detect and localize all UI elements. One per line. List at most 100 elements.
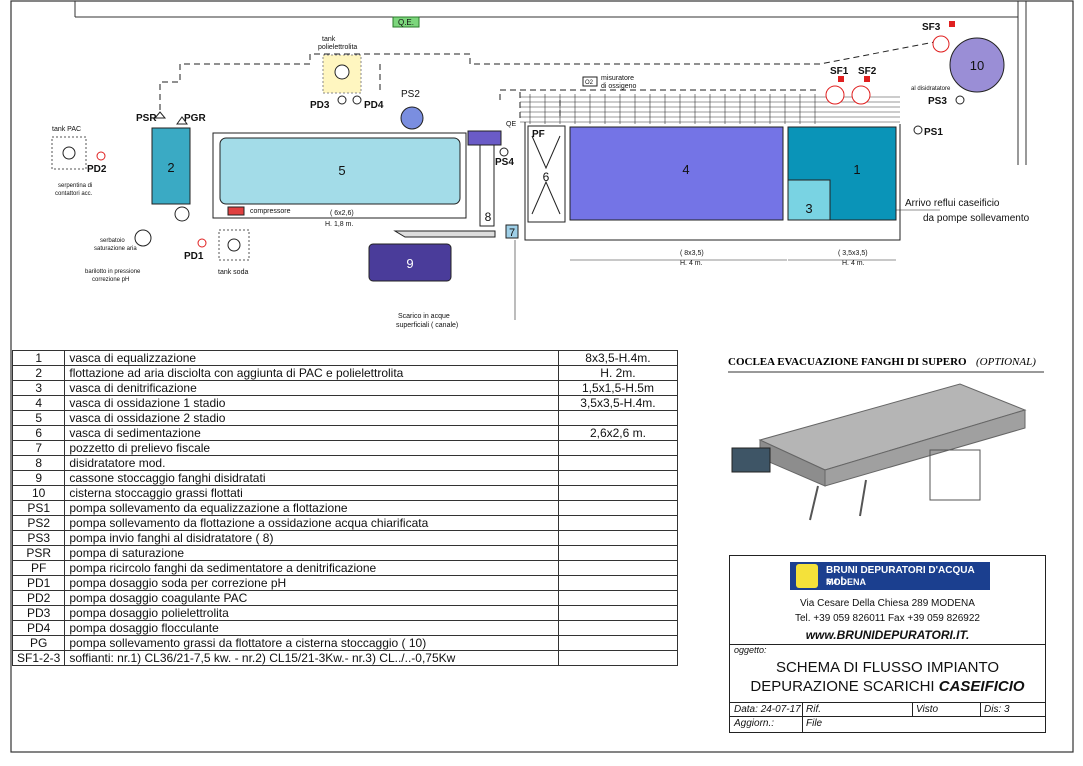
legend-size bbox=[557, 410, 679, 426]
legend-desc: pompa dosaggio polielettrolita bbox=[64, 605, 559, 621]
legend-desc: flottazione ad aria disciolta con aggiun… bbox=[64, 365, 559, 381]
control-lines bbox=[159, 39, 946, 122]
legend-code: 8 bbox=[11, 455, 66, 471]
unit-7-sampling-well bbox=[505, 224, 519, 239]
tb-divider-2 bbox=[730, 702, 1045, 703]
dim-5-label-2: H. 1,8 m. bbox=[325, 221, 353, 228]
ps2-label: PS2 bbox=[401, 89, 420, 100]
unit-7-label: 7 bbox=[509, 227, 515, 239]
legend-size bbox=[557, 485, 679, 501]
al-disidratatore-label: al disidratatore bbox=[911, 86, 951, 92]
sf2-label: SF2 bbox=[858, 66, 877, 77]
pump-pd2-icon bbox=[96, 151, 106, 161]
blower-sf2-icon bbox=[851, 85, 871, 105]
pump-pd1-icon bbox=[197, 238, 207, 248]
tank-pac-icon bbox=[51, 136, 87, 170]
scarico-label-1: Scarico in acque bbox=[398, 313, 450, 320]
tank-10-label: 10 bbox=[970, 58, 984, 73]
legend-size bbox=[557, 455, 679, 471]
tb-divider-3 bbox=[730, 716, 1045, 717]
legend-code: 10 bbox=[11, 485, 66, 501]
dim-5-label-1: ( 6x2,6) bbox=[330, 210, 354, 217]
legend-code: 5 bbox=[11, 410, 66, 426]
barilotto-label-1: barilotto in pressione bbox=[85, 269, 141, 275]
tb-vline-1 bbox=[802, 702, 803, 732]
legend-desc: vasca di ossidazione 1 stadio bbox=[64, 395, 559, 411]
pd1-label: PD1 bbox=[184, 251, 204, 262]
legend-desc: pompa sollevamento grassi da flottatore … bbox=[64, 635, 559, 651]
dim-4-label-1: ( 8x3,5) bbox=[680, 250, 704, 257]
tank-9-sludge-container bbox=[368, 243, 452, 282]
legend-code: 7 bbox=[11, 440, 66, 456]
pump-pd4-icon bbox=[352, 95, 362, 105]
data-value: 24-07-17 bbox=[760, 704, 801, 715]
ps3-label: PS3 bbox=[928, 96, 947, 107]
data-field: Data: 24-07-17 bbox=[734, 704, 801, 715]
tank-soda-mixer-icon bbox=[227, 238, 241, 252]
pump-psr-icon bbox=[153, 111, 167, 119]
pd3-label: PD3 bbox=[310, 100, 330, 111]
pump-pgr-icon bbox=[176, 116, 188, 125]
legend-desc: soffianti: nr.1) CL36/21-7,5 kw. - nr.2)… bbox=[64, 650, 559, 666]
tb-vline-3 bbox=[980, 702, 981, 716]
tank-pac-label: tank PAC bbox=[52, 126, 81, 133]
o2-label: O2 bbox=[585, 80, 594, 86]
tank-9-label: 9 bbox=[406, 256, 413, 271]
legend-desc: pompa invio fanghi al disidratatore ( 8) bbox=[64, 530, 559, 546]
tank-polyelectrolyte-mixer-icon bbox=[334, 64, 350, 80]
legend-code: PS2 bbox=[11, 515, 66, 531]
dis-label: Dis: bbox=[984, 704, 1002, 715]
blower-sf3-marker bbox=[949, 21, 955, 27]
rif-label: Rif. bbox=[806, 704, 821, 715]
legend-size bbox=[557, 470, 679, 486]
legend-code: PG bbox=[11, 635, 66, 651]
screw-conveyor bbox=[393, 230, 496, 238]
dim-4-label-2: H. 4 m. bbox=[680, 260, 703, 267]
legend-desc: cassone stoccaggio fanghi disidratati bbox=[64, 470, 559, 486]
unit-8-label: 8 bbox=[485, 210, 492, 224]
legend-desc: pompa sollevamento da equalizzazione a f… bbox=[64, 500, 559, 516]
tank-3-label: 3 bbox=[805, 201, 812, 216]
dim-1-label-2: H. 4 m. bbox=[842, 260, 865, 267]
compressor-icon bbox=[227, 206, 245, 216]
saturation-tank-icon bbox=[134, 229, 152, 247]
legend-code: PD1 bbox=[11, 575, 66, 591]
legend-size: 2,6x2,6 m. bbox=[557, 425, 679, 441]
qe-panel-label: Q.E. bbox=[398, 18, 414, 27]
legend-size bbox=[557, 500, 679, 516]
scarico-label-2: superficiali ( canale) bbox=[396, 322, 458, 329]
pd4-label: PD4 bbox=[364, 100, 384, 111]
compressor-label: compressore bbox=[250, 208, 291, 215]
legend-size bbox=[557, 560, 679, 576]
qe-panel bbox=[392, 16, 420, 28]
legend-size bbox=[557, 575, 679, 591]
legend-size bbox=[557, 605, 679, 621]
pressure-barrel-icon bbox=[174, 206, 190, 222]
aeration-grid bbox=[520, 94, 900, 124]
company-website[interactable]: www.BRUNIDEPURATORI.IT. bbox=[805, 628, 970, 642]
legend-desc: pompa sollevamento da flottazione a ossi… bbox=[64, 515, 559, 531]
pf-label: PF bbox=[532, 129, 545, 140]
tank-4-label: 4 bbox=[682, 162, 689, 177]
legend-size bbox=[557, 545, 679, 561]
legend-size: H. 2m. bbox=[557, 365, 679, 381]
legend-code: 2 bbox=[11, 365, 66, 381]
legend-size: 8x3,5-H.4m. bbox=[557, 350, 679, 366]
pd2-label: PD2 bbox=[87, 164, 107, 175]
drawing-title-bold: CASEIFICIO bbox=[938, 678, 1025, 695]
serbatoio-label-2: saturazione aria bbox=[94, 246, 137, 252]
dis-field: Dis: 3 bbox=[984, 704, 1010, 715]
